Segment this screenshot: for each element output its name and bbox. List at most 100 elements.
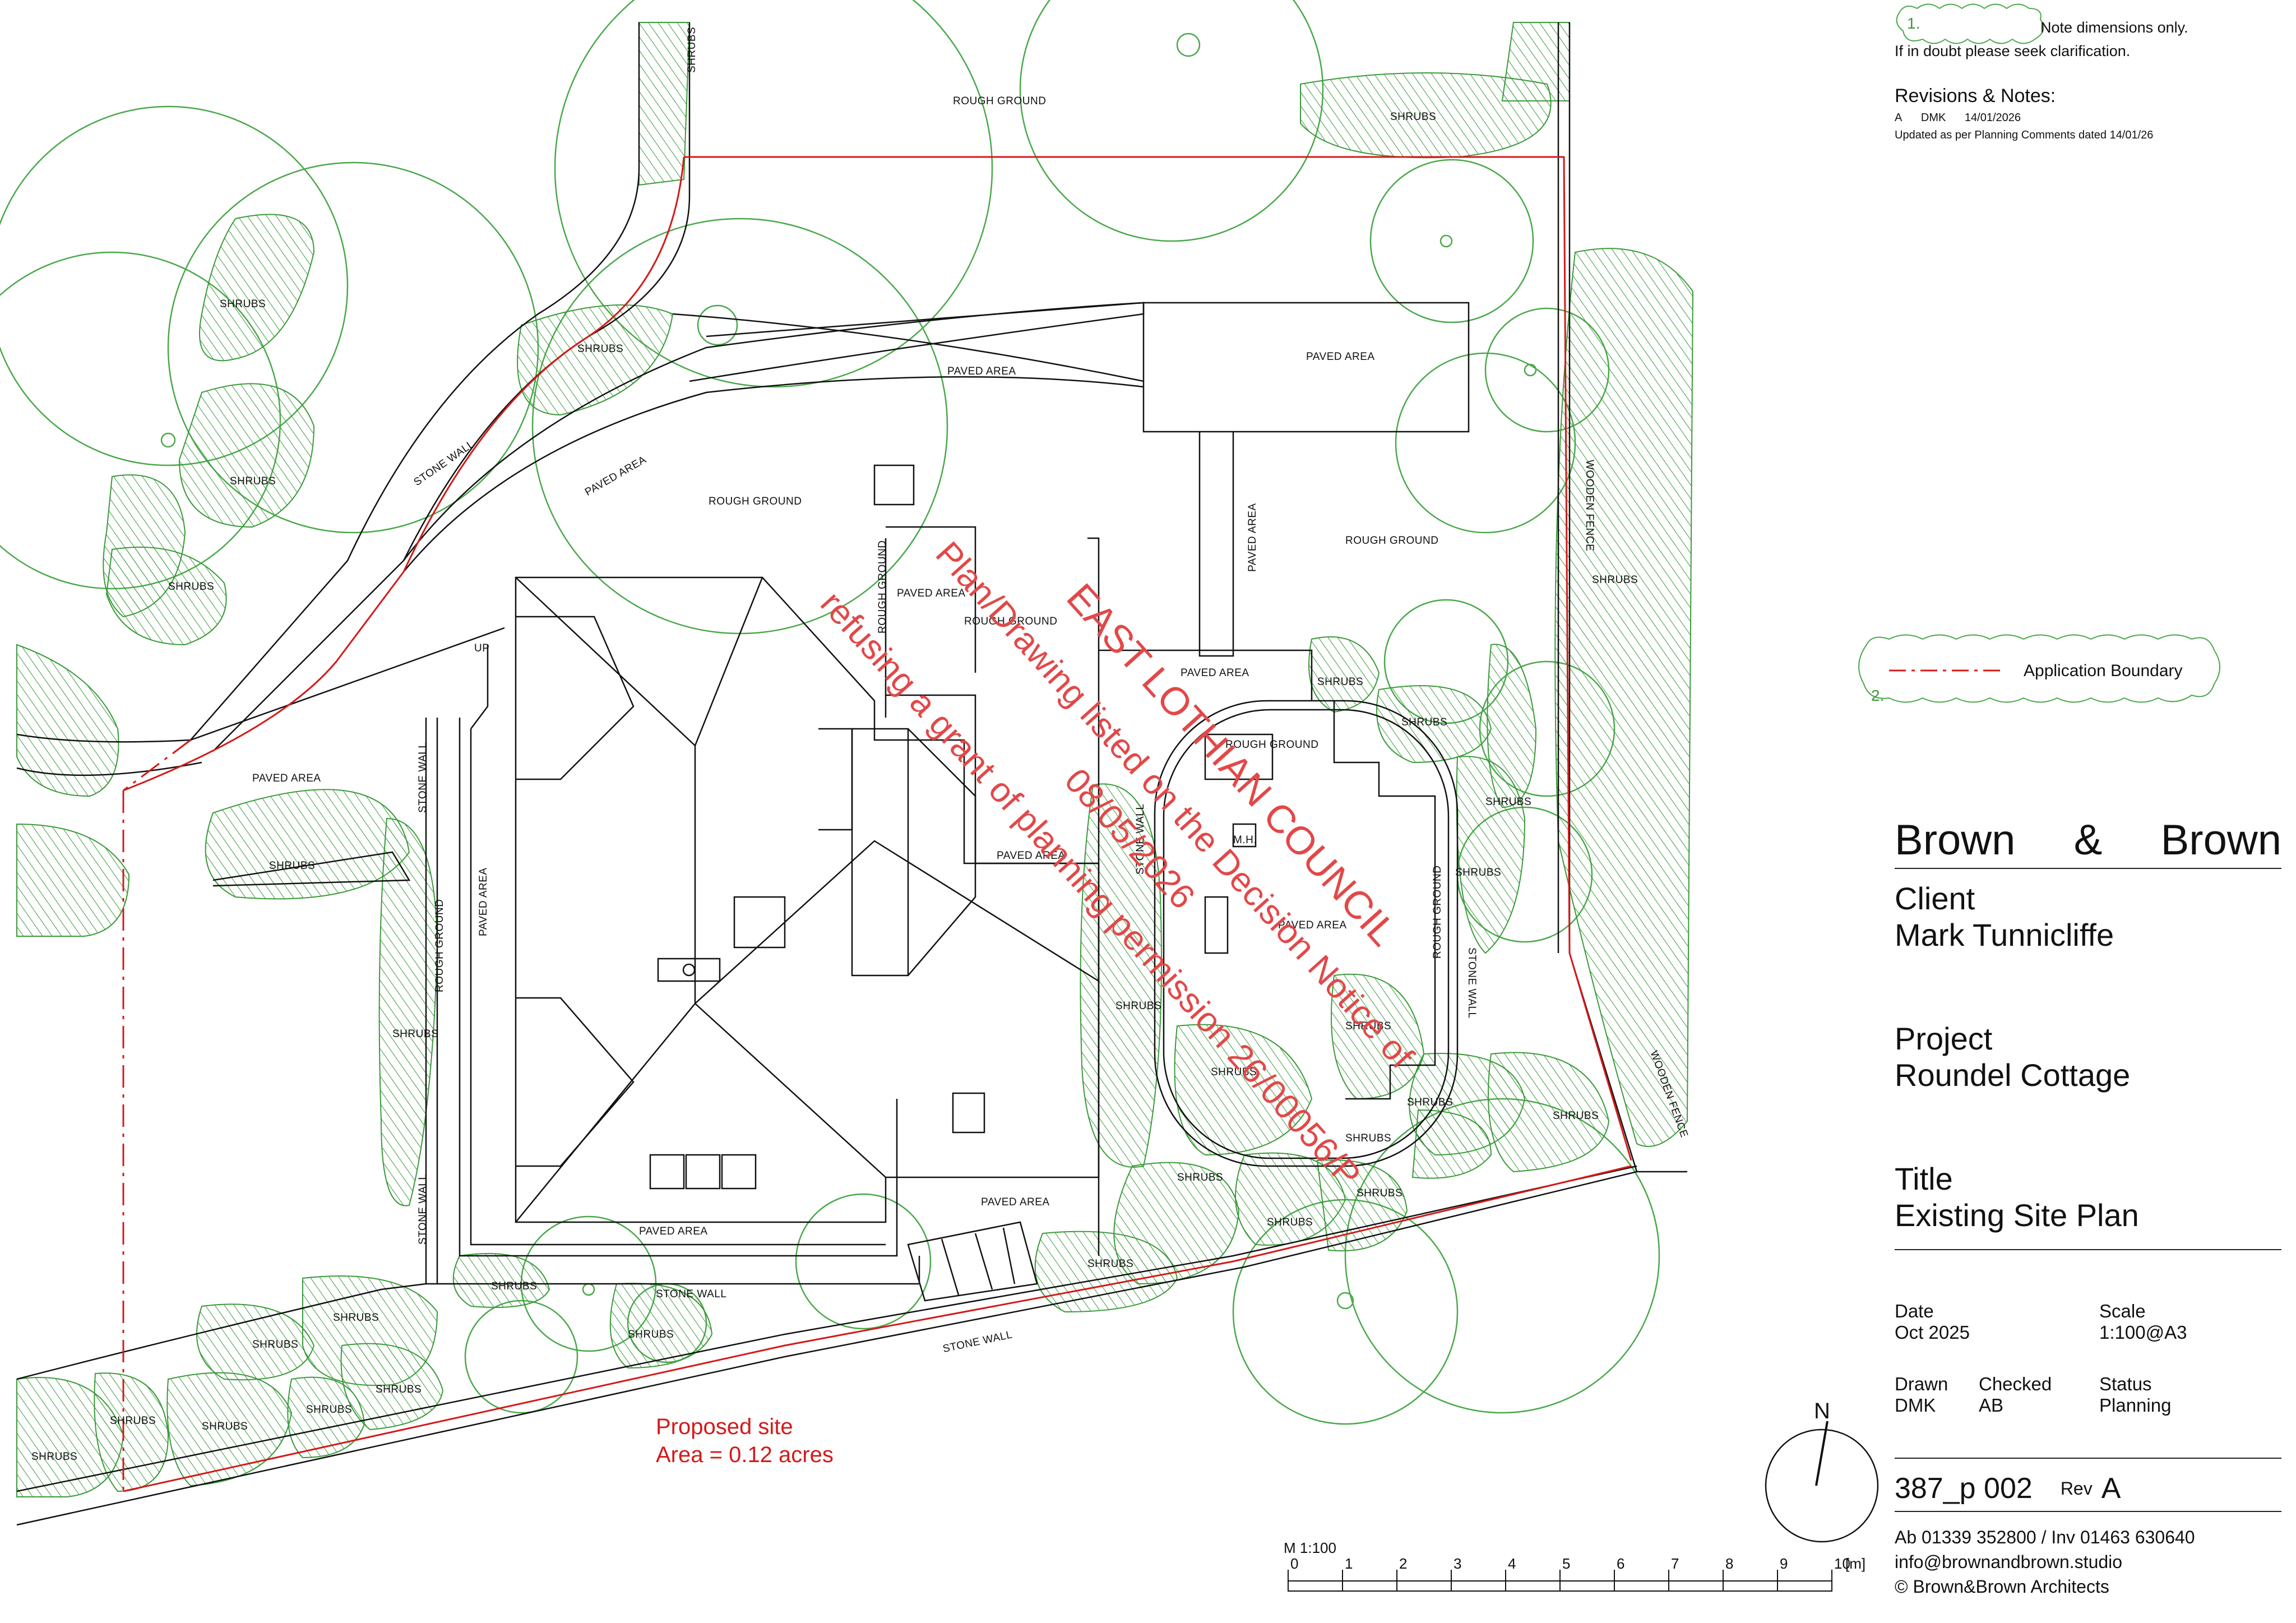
legend-label: Application Boundary [2024, 662, 2183, 680]
scale-tick-label: 8 [1725, 1555, 1733, 1572]
label-stone-wall: STONE WALL [942, 1329, 1013, 1355]
revision-clouds [1858, 3, 2220, 703]
scale-tick-label: 9 [1780, 1555, 1788, 1572]
label-shrubs: SHRUBS [1177, 1172, 1223, 1183]
project-label: Project [1895, 1021, 1993, 1056]
label-paved-area: PAVED AREA [478, 867, 489, 936]
client-value: Mark Tunnicliffe [1895, 917, 2114, 952]
contact-email: info@brownandbrown.studio [1895, 1552, 2123, 1572]
label-paved-area: PAVED AREA [997, 850, 1066, 862]
scale-value: 1:100@A3 [2099, 1322, 2187, 1343]
client-section: Client Mark Tunnicliffe [1895, 880, 2281, 953]
label-stone-wall: STONE WALL [1135, 804, 1146, 875]
brand-left: Brown [1895, 816, 2016, 864]
label-stone-wall: STONE WALL [656, 1288, 726, 1300]
north-arrow: N [1765, 1399, 1879, 1543]
label-shrubs: SHRUBS [1267, 1217, 1313, 1228]
label-paved-area: PAVED AREA [252, 773, 321, 784]
label-stone-wall: STONE WALL [1466, 947, 1478, 1018]
proposed-site-area: Area = 0.12 acres [656, 1442, 834, 1467]
label-paved-area: PAVED AREA [1247, 503, 1258, 572]
label-paved-area: PAVED AREA [1278, 919, 1347, 931]
scale-tick-label: 10 [1834, 1555, 1850, 1572]
drawing-number-row: 387_p 002 Rev A [1895, 1466, 2281, 1512]
scale-segment [1614, 1580, 1669, 1592]
label-shrubs: SHRUBS [1317, 676, 1363, 688]
label-shrubs: SHRUBS [168, 581, 214, 593]
label-rough-ground: ROUGH GROUND [1432, 866, 1443, 959]
label-paved-area: PAVED AREA [583, 454, 649, 498]
title-section: Title Existing Site Plan [1895, 1160, 2281, 1250]
revision-by: DMK [1920, 112, 1946, 124]
revisions-heading: Revisions & Notes: [1895, 85, 2056, 107]
copyright: © Brown&Brown Architects [1895, 1576, 2109, 1597]
label-shrubs: SHRUBS [491, 1280, 537, 1292]
drawn-checked-row: Drawn DMK Checked AB Status Planning [1895, 1374, 2281, 1459]
house-roof-plan [515, 576, 1100, 1223]
label-paved-area: PAVED AREA [1306, 351, 1375, 363]
label-shrubs: SHRUBS [376, 1384, 422, 1395]
scale-tick-label: 4 [1508, 1555, 1516, 1572]
checked-value: AB [1979, 1395, 2004, 1416]
scale-segment [1505, 1580, 1561, 1592]
label-rough-ground: ROUGH GROUND [953, 95, 1046, 107]
label-shrubs: SHRUBS [1115, 1000, 1161, 1012]
scale-tick-label: 3 [1453, 1555, 1461, 1572]
label-shrubs: SHRUBS [628, 1329, 674, 1340]
label-wooden-fence: WOODEN FENCE [1584, 460, 1595, 551]
scale-tick-label: 6 [1617, 1555, 1624, 1572]
scale-tick-label: 0 [1290, 1555, 1298, 1572]
title-value: Existing Site Plan [1895, 1197, 2139, 1233]
drawn-label: Drawn [1895, 1374, 1948, 1394]
label-rough-ground: ROUGH GROUND [877, 540, 888, 634]
scale-tick-label: 5 [1562, 1555, 1570, 1572]
label-manhole: M.H. [1233, 834, 1257, 846]
label-paved-area: PAVED AREA [639, 1226, 708, 1237]
checked-label: Checked [1979, 1374, 2052, 1394]
label-stone-wall: STONE WALL [417, 742, 429, 813]
revision-value: A [2101, 1472, 2121, 1505]
scale-label: Scale [2099, 1301, 2146, 1321]
date-value: Oct 2025 [1895, 1322, 1970, 1343]
status-value: Planning [2099, 1395, 2172, 1416]
date-label: Date [1895, 1301, 1934, 1321]
site-linework [16, 22, 1687, 1526]
label-shrubs: SHRUBS [1401, 716, 1447, 728]
label-up: UP [474, 642, 489, 654]
drawn-value: DMK [1895, 1395, 1936, 1416]
label-shrubs: SHRUBS [306, 1404, 352, 1416]
client-label: Client [1895, 881, 1975, 916]
scale-segment [1723, 1580, 1778, 1592]
proposed-site-label: Proposed site [656, 1414, 793, 1439]
label-shrubs: SHRUBS [220, 298, 266, 310]
label-shrubs: SHRUBS [1592, 574, 1638, 586]
scale-unit: [m] [1845, 1555, 1866, 1572]
scale-segment [1288, 1580, 1343, 1592]
label-shrubs: SHRUBS [1553, 1110, 1599, 1122]
label-shrubs: SHRUBS [110, 1415, 156, 1427]
legend-marker-2: 2. [1871, 687, 1885, 704]
label-shrubs: SHRUBS [230, 475, 276, 487]
label-shrubs: SHRUBS [1345, 1132, 1391, 1144]
label-shrubs: SHRUBS [202, 1421, 248, 1432]
label-shrubs: SHRUBS [1407, 1097, 1453, 1108]
contact-phone: Ab 01339 352800 / Inv 01463 630640 [1895, 1527, 2195, 1547]
label-shrubs: SHRUBS [392, 1028, 438, 1040]
label-shrubs: SHRUBS [1390, 111, 1436, 123]
drawing-number: 387_p 002 [1895, 1472, 2033, 1505]
label-shrubs: SHRUBS [269, 860, 315, 872]
revision-date: 14/01/2026 [1964, 112, 2021, 124]
label-shrubs: SHRUBS [1211, 1066, 1257, 1078]
label-stone-wall: STONE WALL [417, 1174, 429, 1245]
label-paved-area: PAVED AREA [981, 1196, 1050, 1208]
contact-block: Ab 01339 352800 / Inv 01463 630640 info@… [1895, 1525, 2281, 1599]
label-shrubs: SHRUBS [1345, 1020, 1391, 1032]
label-shrubs: SHRUBS [1357, 1187, 1402, 1199]
shrub-areas [16, 22, 1694, 1497]
note-clarification: If in doubt please seek clarification. [1895, 43, 2131, 59]
label-paved-area: PAVED AREA [1181, 667, 1249, 679]
label-shrubs: SHRUBS [686, 27, 698, 73]
